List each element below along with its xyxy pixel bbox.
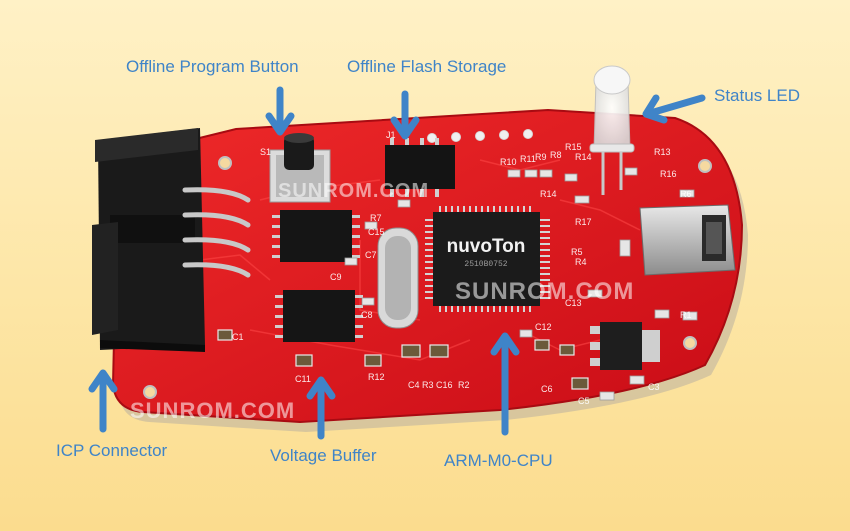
svg-text:C11: C11	[295, 374, 311, 384]
usb-connector-part	[639, 204, 736, 276]
cpu-chip-part: nuvoTon 2510B0752	[425, 206, 550, 312]
svg-text:C5: C5	[578, 396, 590, 406]
svg-text:C8: C8	[361, 310, 373, 320]
buffer-chip-2	[275, 290, 363, 342]
label-icp-connector: ICP Connector	[56, 441, 168, 460]
watermark-1: SUNROM.COM	[278, 180, 430, 202]
regulator-part	[590, 322, 660, 370]
flash-chip-part	[385, 138, 455, 197]
svg-text:R11: R11	[520, 154, 536, 164]
svg-text:R6: R6	[680, 189, 692, 199]
svg-text:C1: C1	[232, 332, 244, 342]
svg-text:R12: R12	[368, 372, 385, 382]
svg-text:C3: C3	[648, 382, 660, 392]
svg-text:C9: C9	[330, 272, 342, 282]
svg-text:R17: R17	[575, 217, 592, 227]
label-offline-flash-storage: Offline Flash Storage	[347, 57, 507, 76]
svg-text:C4: C4	[408, 380, 420, 390]
cpu-brand-text: nuvoTon	[447, 236, 526, 257]
svg-text:R7: R7	[370, 213, 382, 223]
watermark-2: SUNROM.COM	[455, 278, 635, 305]
svg-text:R15: R15	[565, 142, 582, 152]
icp-connector-part	[92, 128, 251, 352]
arrow-arm-cpu	[490, 332, 520, 436]
svg-text:R2: R2	[458, 380, 470, 390]
svg-text:R16: R16	[660, 169, 677, 179]
svg-text:R10: R10	[500, 157, 517, 167]
label-status-led: Status LED	[714, 86, 800, 105]
buffer-chip-1	[272, 210, 360, 262]
svg-text:R9: R9	[535, 152, 547, 162]
svg-text:C7: C7	[365, 250, 377, 260]
svg-text:J1: J1	[386, 130, 396, 140]
svg-text:R1: R1	[680, 310, 692, 320]
svg-text:R14: R14	[540, 189, 557, 199]
svg-text:R13: R13	[654, 147, 671, 157]
arrow-offline-program-button	[265, 86, 295, 136]
arrow-offline-flash-storage	[390, 90, 420, 140]
label-offline-program-button: Offline Program Button	[126, 57, 299, 76]
arrow-voltage-buffer	[306, 376, 336, 440]
svg-text:C15: C15	[368, 227, 385, 237]
arrow-status-led	[642, 94, 706, 124]
label-arm-cpu: ARM-M0-CPU	[444, 451, 553, 470]
cpu-marking-text: 2510B0752	[464, 260, 507, 269]
svg-text:R3: R3	[422, 380, 434, 390]
watermark-3: SUNROM.COM	[130, 398, 296, 423]
program-button-part	[269, 133, 331, 203]
svg-text:C12: C12	[535, 322, 552, 332]
svg-text:S1: S1	[260, 147, 271, 157]
svg-text:R5: R5	[571, 247, 583, 257]
status-led-part	[589, 65, 635, 195]
crystal-part	[377, 227, 419, 329]
svg-text:C13: C13	[565, 298, 582, 308]
svg-text:R8: R8	[550, 150, 562, 160]
label-voltage-buffer: Voltage Buffer	[270, 446, 377, 465]
arrow-icp-connector	[88, 369, 118, 433]
svg-text:R4: R4	[575, 257, 587, 267]
svg-text:R14: R14	[575, 152, 592, 162]
svg-text:C16: C16	[436, 380, 453, 390]
svg-text:C6: C6	[541, 384, 553, 394]
